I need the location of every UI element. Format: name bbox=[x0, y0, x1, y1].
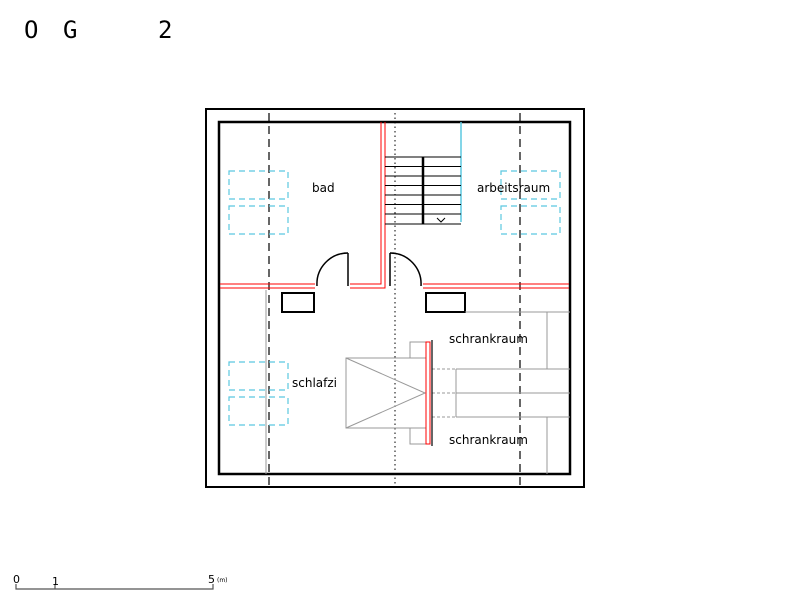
sliding-wall bbox=[425, 341, 431, 445]
title-letter-g: G bbox=[63, 16, 77, 44]
scale-label-5: 5 bbox=[208, 573, 215, 586]
skylights bbox=[228, 170, 561, 426]
wardrobe-lines bbox=[432, 311, 570, 474]
chimney-right bbox=[425, 292, 466, 313]
scale-label-1: 1 bbox=[52, 575, 59, 588]
room-label-schrankraum-top: schrankraum bbox=[449, 332, 528, 346]
new-walls bbox=[220, 122, 569, 289]
chimney-left bbox=[281, 292, 315, 313]
scale-bar: 0 1 5 (m) bbox=[13, 573, 228, 590]
door-bad bbox=[316, 252, 349, 287]
room-label-schrankraum-bottom: schrankraum bbox=[449, 433, 528, 447]
outer-wall bbox=[205, 108, 585, 488]
room-label-bad: bad bbox=[312, 181, 335, 195]
scale-label-0: 0 bbox=[13, 573, 20, 586]
scale-unit: (m) bbox=[217, 577, 228, 584]
title-number: 2 bbox=[158, 16, 172, 44]
door-arbeitsraum bbox=[389, 252, 422, 287]
room-label-arbeitsraum: arbeitsraum bbox=[477, 181, 550, 195]
bed bbox=[345, 341, 427, 445]
title-letter-o: O bbox=[24, 16, 38, 44]
room-label-schlafzi: schlafzi bbox=[292, 376, 337, 390]
staircase bbox=[385, 156, 461, 225]
